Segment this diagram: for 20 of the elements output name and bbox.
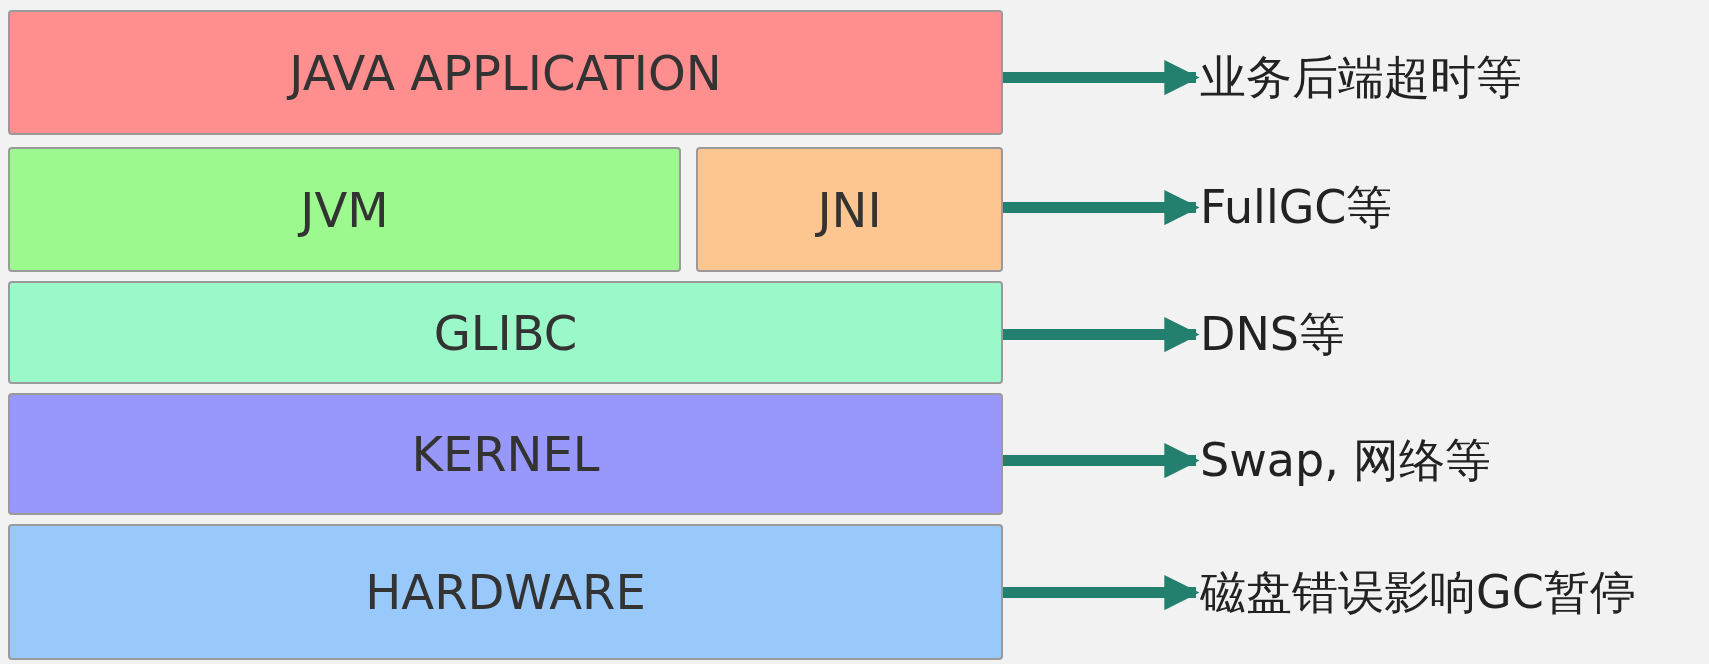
note-text: DNS等: [1200, 307, 1346, 363]
arrow: [1003, 317, 1200, 353]
arrow: [1003, 190, 1200, 226]
layer-box: [8, 281, 1003, 384]
arrow: [1003, 575, 1200, 611]
layer-label: GLIBC: [433, 304, 578, 361]
note-text: FullGC等: [1200, 180, 1393, 236]
layer-box: [8, 10, 1003, 135]
layer-label: HARDWARE: [365, 564, 646, 620]
layer-box: [696, 147, 1003, 272]
arrow: [1003, 443, 1200, 479]
note-text: 业务后端超时等: [1200, 50, 1522, 106]
layer-box: [8, 393, 1003, 515]
layer-label: JNI: [817, 181, 882, 238]
layer-box: [8, 147, 681, 272]
layer-label: KERNEL: [411, 426, 600, 482]
layer-box: [8, 524, 1003, 660]
arrow: [1003, 60, 1200, 96]
note-text: 磁盘错误影响GC暂停: [1200, 565, 1636, 621]
note-text: Swap, 网络等: [1200, 433, 1492, 489]
